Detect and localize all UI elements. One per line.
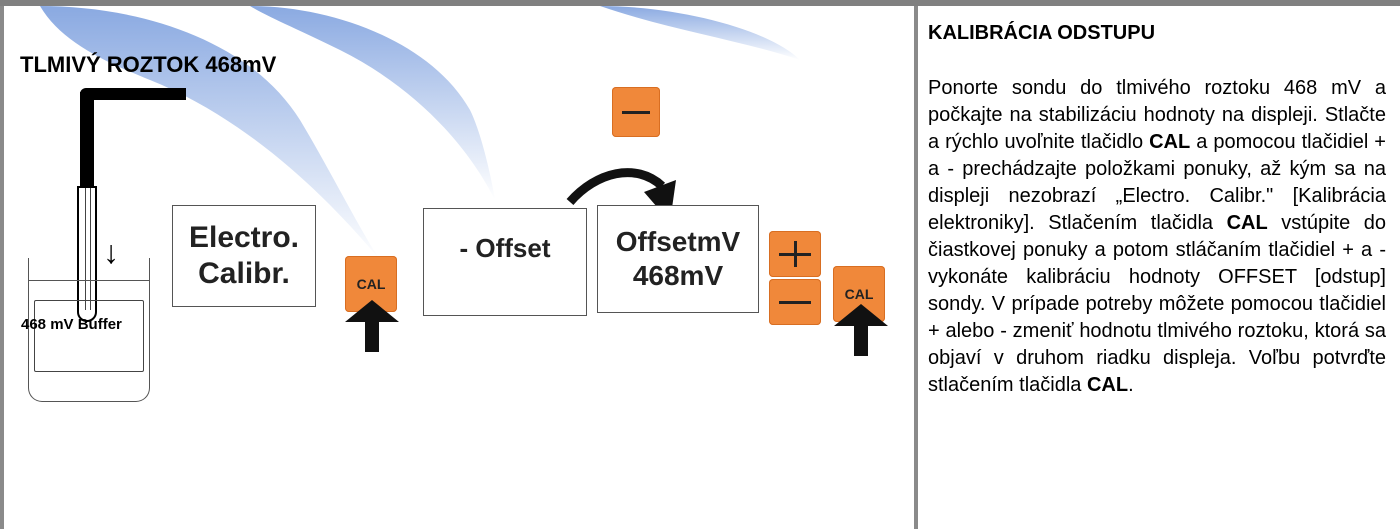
display-line-1: Electro. — [188, 221, 300, 254]
instructions-part-2: a pomocou tlačidiel + a - prechádzajte p… — [928, 131, 1386, 234]
minus-button[interactable] — [612, 87, 660, 137]
display-offset-mv: OffsetmV 468mV — [597, 205, 759, 313]
instructions-title: KALIBRÁCIA ODSTUPU — [928, 22, 1156, 44]
display-offset: - Offset — [423, 208, 587, 316]
panel-divider — [914, 6, 918, 529]
beaker-liquid-line — [28, 280, 150, 281]
cal-button-label: CAL — [844, 286, 874, 302]
display-line-1: OffsetmV — [615, 226, 741, 258]
instructions-text: Ponorte sondu do tlmivého roztoku 468 mV… — [928, 75, 1386, 399]
plus-icon-vertical — [794, 241, 797, 267]
cal-keyword: CAL — [1086, 374, 1129, 396]
display-electro-calibr: Electro. Calibr. — [172, 205, 316, 307]
buffer-heading: TLMIVÝ ROZTOK 468mV — [20, 52, 277, 77]
probe-cable-vertical — [80, 92, 94, 192]
beaker-icon — [28, 258, 150, 402]
display-line-2: Calibr. — [198, 257, 290, 290]
plus-button[interactable] — [769, 231, 821, 277]
cal-button[interactable]: CAL — [345, 256, 397, 312]
instructions-part-1: Ponorte sondu do tlmivého roztoku 468 mV… — [928, 77, 1386, 153]
instructions-part-4: . — [1128, 374, 1134, 396]
probe-cable — [80, 88, 186, 100]
cal-button-label: CAL — [356, 276, 386, 292]
minus-icon — [779, 301, 811, 304]
probe-icon — [77, 186, 97, 322]
up-arrow-icon — [345, 300, 399, 352]
top-border — [0, 0, 1400, 6]
up-arrow-icon — [834, 304, 888, 356]
beaker-label-frame — [34, 300, 144, 372]
instructions-part-3: vstúpite do čiastkovej ponuky a potom st… — [928, 212, 1387, 396]
left-border — [0, 6, 4, 529]
cal-keyword: CAL — [1226, 212, 1268, 234]
minus-icon — [622, 111, 650, 114]
display-offset-text: - Offset — [459, 233, 551, 263]
watermark-logo — [40, 6, 800, 260]
minus-button[interactable] — [769, 279, 821, 325]
display-line-2: 468mV — [632, 260, 724, 291]
down-arrow-icon: ↓ — [103, 234, 119, 270]
cal-keyword: CAL — [1149, 131, 1191, 153]
beaker-label: 468 mV Buffer — [21, 316, 122, 333]
